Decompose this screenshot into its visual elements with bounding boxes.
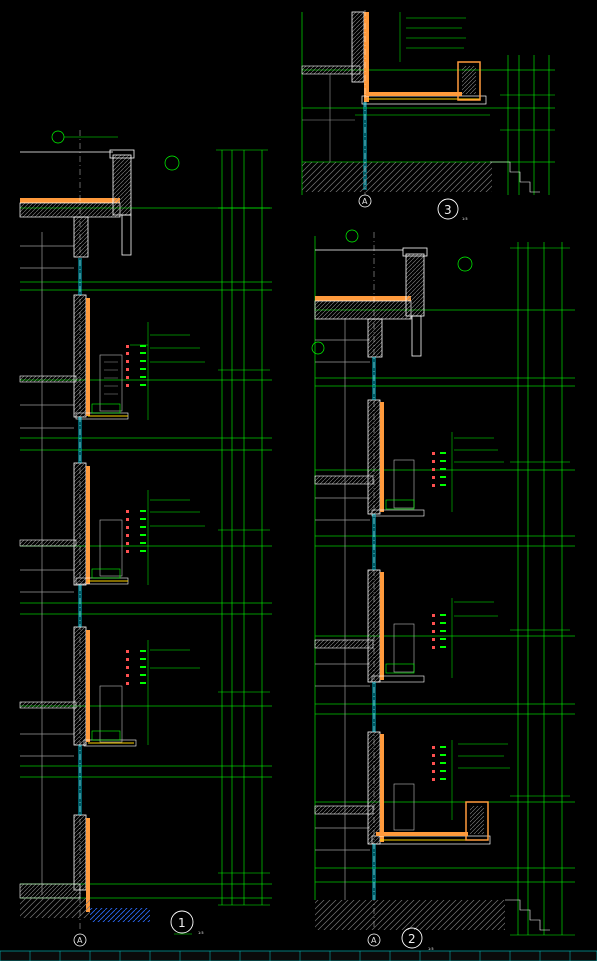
section-view-1: A 1 1:5: [19, 130, 272, 947]
section-view-3: A 3 1:5: [301, 10, 555, 221]
svg-text:3: 3: [444, 203, 452, 217]
svg-text:1:5: 1:5: [428, 947, 434, 951]
svg-text:A: A: [362, 197, 368, 206]
bottom-tab-strip: [0, 950, 597, 961]
svg-text:1:5: 1:5: [198, 931, 204, 935]
svg-text:A: A: [371, 936, 377, 945]
section-view-2: A 2 1:5: [311, 229, 575, 951]
svg-text:A: A: [77, 936, 83, 945]
svg-text:1: 1: [178, 916, 186, 930]
svg-text:2: 2: [408, 932, 416, 946]
svg-text:1:5: 1:5: [462, 217, 468, 221]
